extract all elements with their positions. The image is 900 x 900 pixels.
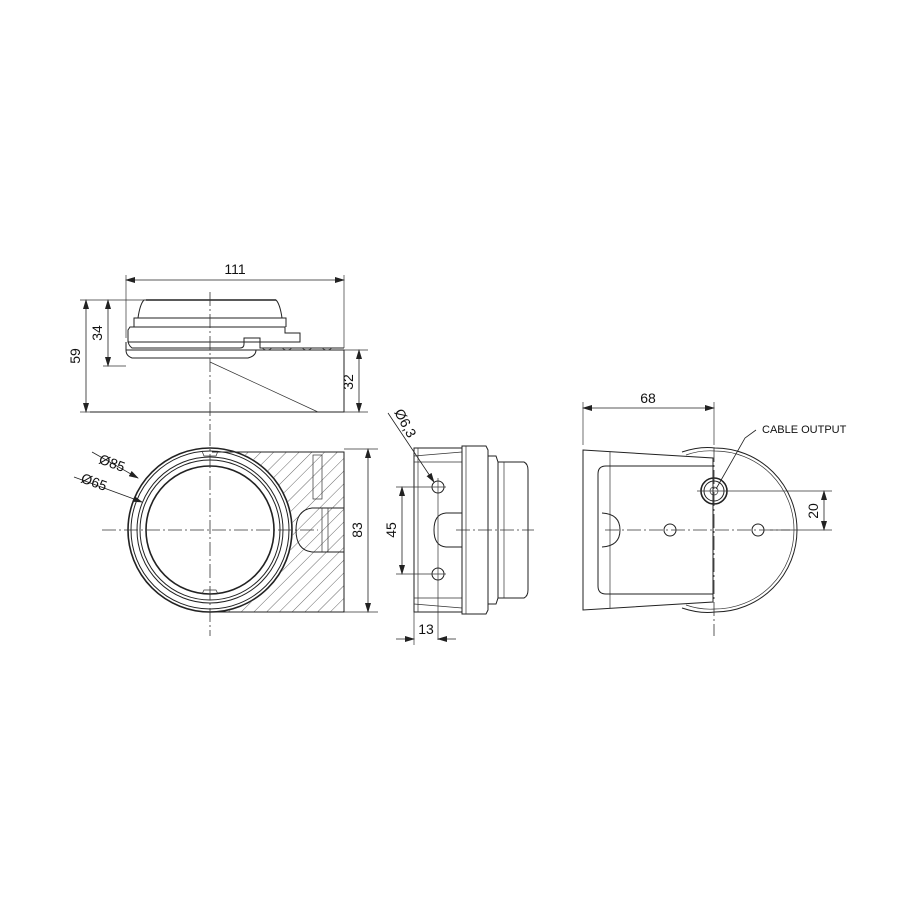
dim-width-68: 68 xyxy=(640,390,656,406)
dim-cable-offset-20: 20 xyxy=(805,503,821,519)
side-view xyxy=(90,292,345,430)
dim-width-111: 111 xyxy=(224,261,245,277)
dim-offset-13: 13 xyxy=(418,621,434,637)
side-view-dimensions: 111 59 34 32 xyxy=(67,261,368,413)
dim-lamp-height-34: 34 xyxy=(89,325,105,341)
dim-inner-diameter: Ø65 xyxy=(79,470,110,494)
dim-base-height-32: 32 xyxy=(340,374,356,390)
rear-view-dimensions: 68 20 CABLE OUTPUT xyxy=(582,390,847,531)
dim-hole-spacing-45: 45 xyxy=(383,522,399,538)
cable-output-label: CABLE OUTPUT xyxy=(762,424,847,436)
rear-view xyxy=(582,447,832,636)
dim-outer-diameter: Ø85 xyxy=(97,451,128,475)
dim-height-59: 59 xyxy=(67,348,83,364)
dim-height-83: 83 xyxy=(349,522,365,538)
top-view-dimensions: Ø85 Ø65 83 xyxy=(73,448,378,613)
dim-hole-diameter: Ø6,3 xyxy=(391,406,419,440)
front-view xyxy=(413,445,534,640)
front-view-dimensions: Ø6,3 45 13 xyxy=(383,406,456,645)
top-view xyxy=(102,432,345,636)
